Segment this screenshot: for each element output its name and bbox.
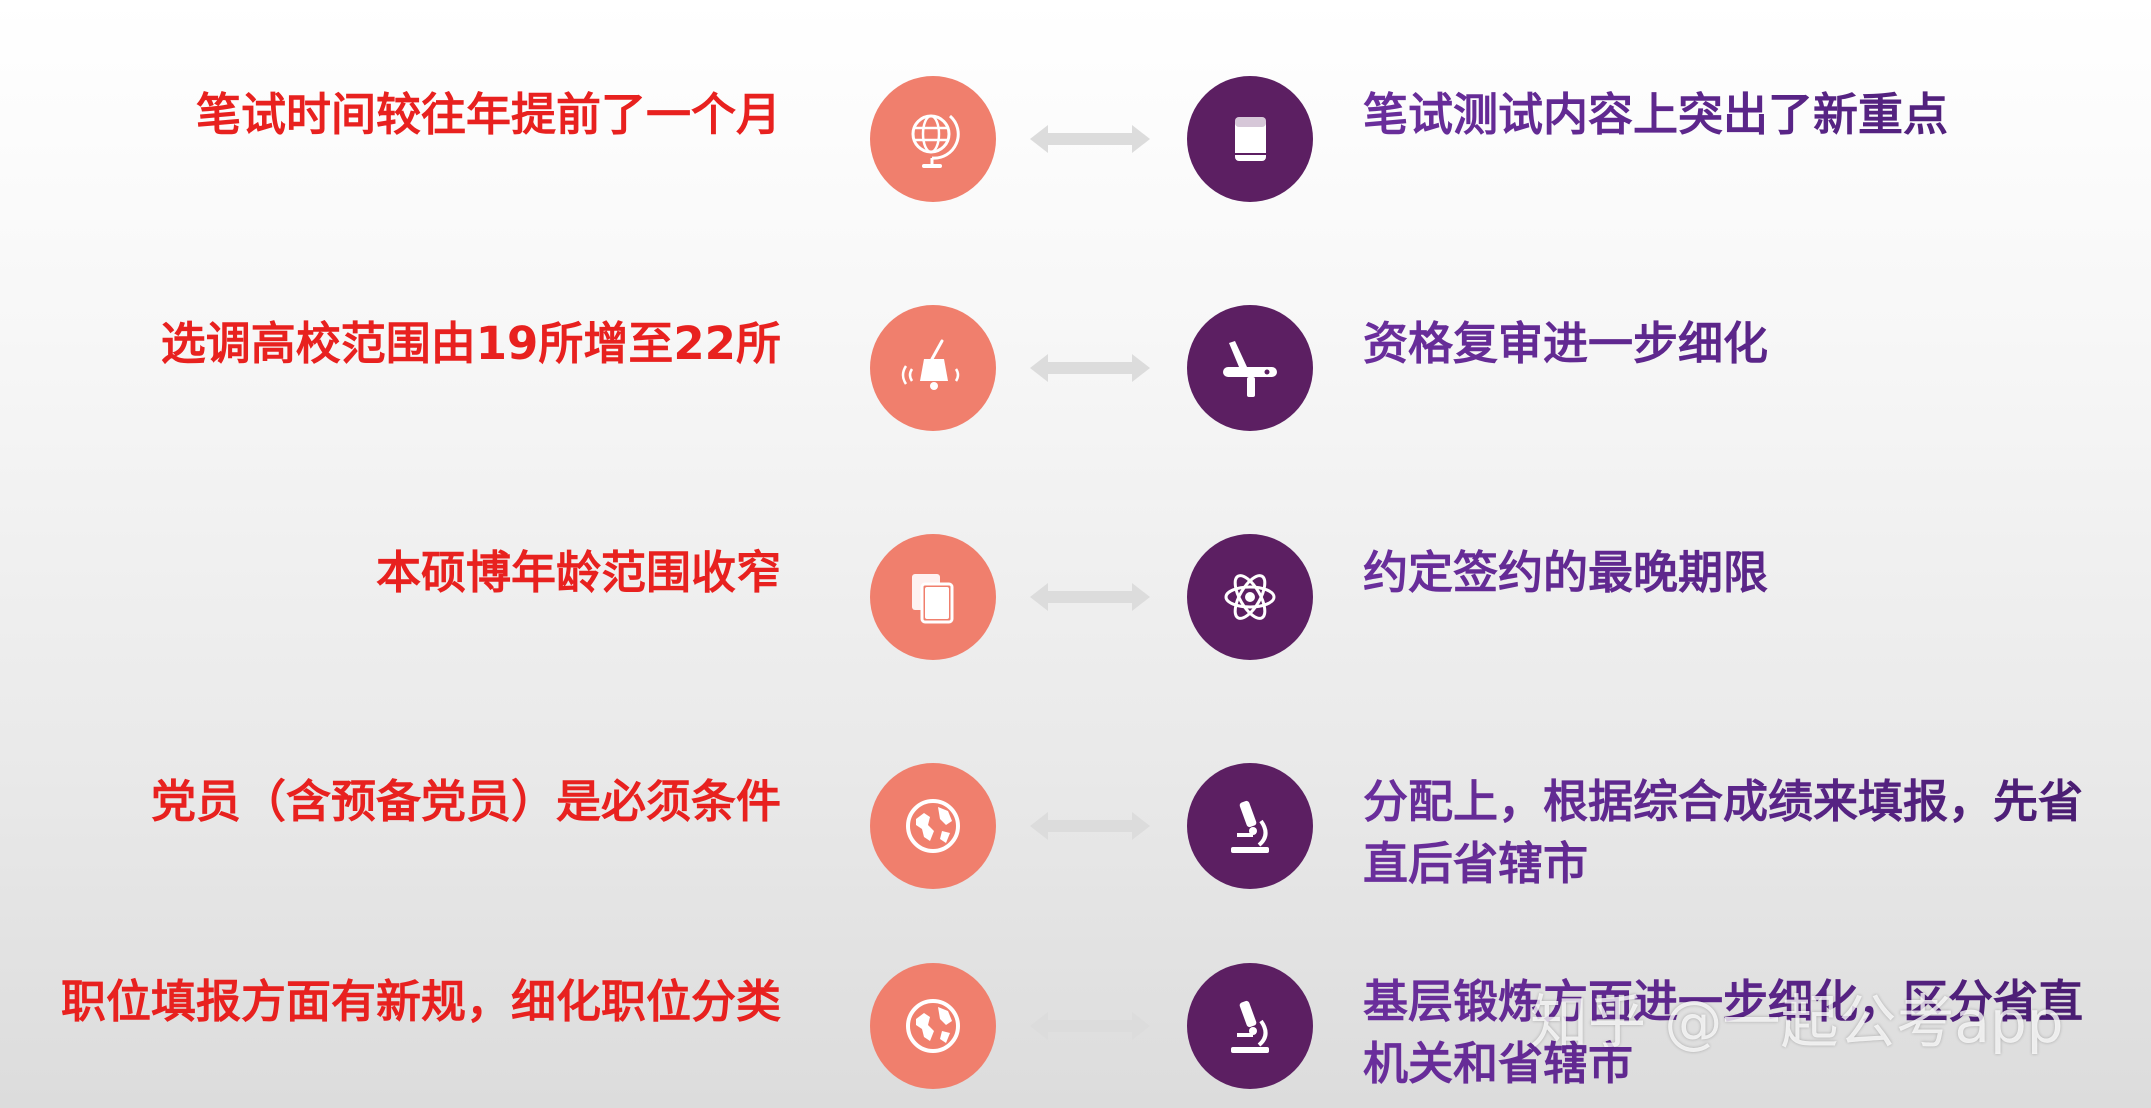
double-arrow-icon: [1030, 812, 1150, 840]
atom-icon: [1187, 534, 1313, 660]
comparison-row-1: 笔试时间较往年提前了一个月 笔试测试内容上突出了新重点: [0, 68, 2151, 208]
comparison-row-2: 选调高校范围由19所增至22所 资格复审进一步细化: [0, 297, 2151, 437]
left-item-text: 选调高校范围由19所增至22所: [160, 317, 781, 370]
left-item-text: 党员（含预备党员）是必须条件: [150, 775, 781, 828]
double-arrow-icon: [1030, 1012, 1150, 1040]
comparison-row-3: 本硕博年龄范围收窄 约定签约的最晚期限: [0, 526, 2151, 666]
earth-icon: [870, 963, 996, 1089]
double-arrow-icon: [1030, 125, 1150, 153]
double-arrow-icon: [1030, 354, 1150, 382]
right-item-text: 笔试测试内容上突出了新重点: [1363, 84, 2083, 146]
microscope-icon: [1187, 763, 1313, 889]
microscope-icon: [1187, 963, 1313, 1089]
watermark-text: 知乎 @一起公考app: [1530, 988, 2064, 1056]
right-item-text: 基层锻炼方面进一步细化，区分省直机关和省辖市: [1363, 971, 2083, 1095]
globe-stand-icon: [870, 76, 996, 202]
multitool-icon: [1187, 305, 1313, 431]
comparison-row-4: 党员（含预备党员）是必须条件 分配上，根据综合成绩来填报，先省直后省辖市: [0, 755, 2151, 895]
right-item-text: 资格复审进一步细化: [1363, 313, 2083, 375]
bell-icon: [870, 305, 996, 431]
comparison-row-5: 职位填报方面有新规，细化职位分类 基层锻炼方面进一步细化，区分省直机关和省辖市: [0, 955, 2151, 1095]
left-item-text: 本硕博年龄范围收窄: [375, 546, 781, 599]
left-item-text: 职位填报方面有新规，细化职位分类: [60, 975, 781, 1028]
documents-icon: [870, 534, 996, 660]
right-item-text: 约定签约的最晚期限: [1363, 542, 2083, 604]
right-item-text: 分配上，根据综合成绩来填报，先省直后省辖市: [1363, 771, 2083, 895]
book-icon: [1187, 76, 1313, 202]
left-item-text: 笔试时间较往年提前了一个月: [195, 88, 781, 141]
double-arrow-icon: [1030, 583, 1150, 611]
earth-icon: [870, 763, 996, 889]
